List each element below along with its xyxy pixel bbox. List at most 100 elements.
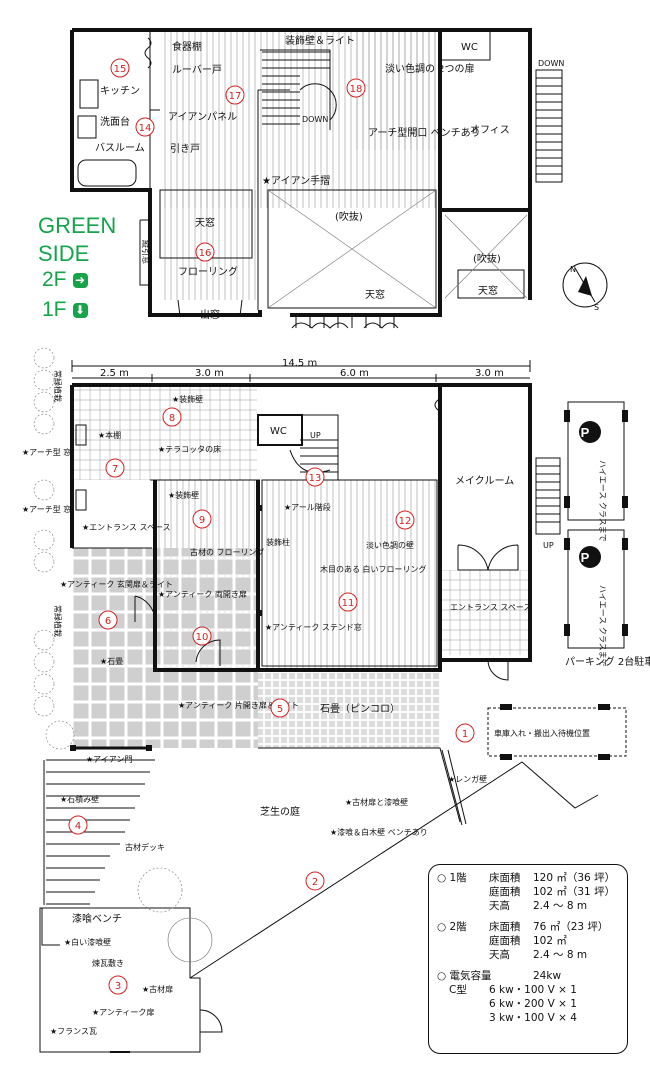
plaster-wall-bench-label: ★漆喰＆白木壁 ベンチあり — [330, 827, 428, 837]
make-room-label: メイクルーム — [455, 475, 514, 487]
marker-5: 5 — [270, 698, 290, 718]
arrow-down-icon: ⬇ — [72, 302, 88, 318]
wash-basin-label: 洗面台 — [100, 115, 130, 128]
pale-doors-label: 淡い色調の 2つの扉 — [385, 62, 475, 75]
compass-n: N — [570, 265, 576, 274]
down-label-stairs: DOWN — [302, 115, 328, 124]
elec-label: ○ 電気容量 — [437, 970, 492, 982]
marker-3: 3 — [108, 975, 128, 995]
marker-9: 9 — [192, 509, 212, 529]
f1-ceiling-val: 2.4 〜 8 m — [533, 900, 588, 912]
skylight-label: 天窓 — [195, 216, 215, 229]
marker-12-text: 12 — [399, 516, 412, 527]
pinkoro-label: 石畳（ピンコロ） — [320, 703, 400, 715]
brick-paving-label: 煉瓦敷き — [92, 958, 124, 968]
french-tile-label: ★フランス瓦 — [50, 1027, 97, 1036]
dish-shelf-label: 食器棚 — [172, 40, 202, 53]
bathroom-label: バスルーム — [95, 142, 145, 154]
antique-double-label: ★アンティーク 両開き扉 — [158, 589, 247, 599]
marker-18-text: 18 — [350, 84, 363, 95]
brick-wall-label: ★レンガ壁 — [448, 774, 487, 784]
evergreen-label-2: 常緑植栽 — [53, 605, 63, 637]
antique-door-label: ★アンティーク扉 — [92, 1007, 154, 1017]
numbered-markers: 15 14 17 18 16 8 7 13 9 12 11 6 10 5 1 4… — [68, 58, 475, 995]
entrance-space-label: ★エントランス スペース — [82, 523, 171, 532]
white-plaster-label: ★白い漆喰壁 — [64, 937, 111, 947]
exterior-stairs-1f — [535, 457, 561, 535]
floor-2f-label: 2F — [42, 268, 67, 291]
iron-rail-label: ★アイアン手摺 — [262, 174, 330, 187]
ctype-label: C型 — [449, 984, 467, 996]
marker-9-text: 9 — [199, 515, 205, 526]
marker-14: 14 — [135, 117, 155, 137]
void2-label: (吹抜) — [473, 252, 501, 265]
marker-13-text: 13 — [309, 473, 322, 484]
skylight2-label: 天窓 — [365, 288, 385, 301]
dim-total: 14.5 m — [282, 358, 317, 369]
f1-floor-val: 120 ㎡（36 坪） — [533, 872, 616, 884]
antique-stained-label: ★アンティーク ステンド窓 — [265, 622, 362, 632]
second-floor-stairs — [262, 51, 337, 125]
f1-floor: 床面積 — [489, 872, 521, 884]
decor-wall-light-label: 装飾壁＆ライト — [285, 34, 355, 47]
dimension-lines: 14.5 m 2.5 m 3.0 m 6.0 m 3.0 m — [71, 358, 531, 382]
marker-17-text: 17 — [229, 91, 242, 102]
f2-ceiling-val: 2.4 〜 8 m — [533, 949, 588, 961]
pale-wall-label: 淡い色調の壁 — [366, 540, 414, 550]
f2-garden-val: 102 ㎡ — [533, 935, 567, 947]
marker-14-text: 14 — [139, 123, 152, 134]
floor-1f-label: 1F — [42, 298, 67, 321]
marker-4: 4 — [68, 815, 88, 835]
marker-10: 10 — [192, 626, 212, 646]
marker-1: 1 — [455, 723, 475, 743]
stone-wall-label: ★石積み壁 — [60, 794, 99, 804]
flooring-label: フローリング — [178, 265, 238, 278]
up-label-stairs: UP — [310, 431, 321, 440]
up-label-exterior: UP — [543, 541, 554, 550]
bookshelf-label: ★本棚 — [98, 430, 121, 440]
marker-15: 15 — [110, 58, 130, 78]
marker-6-text: 6 — [105, 616, 111, 627]
stone-label: ★石畳 — [100, 657, 123, 666]
marker-1-text: 1 — [462, 729, 468, 740]
dim-2: 3.0 m — [195, 368, 224, 379]
wc-1f-label: WC — [270, 426, 287, 437]
f1-garden-val: 102 ㎡（31 坪） — [533, 886, 616, 898]
first-floor-plan: P P ハイエース クラスまで ハイエース クラスまで 車庫入れ・搬出入待機位置… — [22, 37, 650, 1053]
marker-15-text: 15 — [114, 64, 127, 75]
evergreen-shrubs — [33, 347, 213, 963]
electric-info: ○ 電気容量 24kw C型 6 kw・100 V × 1 6 kw・200 V ×… — [437, 969, 619, 1025]
skylight3-label: 天窓 — [478, 284, 498, 297]
pale-doors-line: 淡い色調の 2つの扉 — [385, 62, 475, 75]
dim-3: 6.0 m — [340, 368, 369, 379]
compass-s: S — [594, 303, 599, 312]
arch-window-label-2: ★アーチ型 窓 — [22, 504, 71, 514]
marker-2: 2 — [305, 871, 325, 891]
marker-16-text: 16 — [199, 248, 212, 259]
c1-val: 6 kw・100 V × 1 — [489, 984, 577, 996]
dim-1: 2.5 m — [100, 368, 129, 379]
decor-wall-label: ★装飾壁 — [172, 394, 203, 404]
exterior-stairs-2f — [535, 69, 563, 183]
decor-wall2-label: ★装飾壁 — [168, 490, 199, 500]
f2-label: ○ 2階 — [437, 921, 467, 933]
office-label: オフィス — [470, 124, 510, 136]
terracotta-label: ★テラコッタの床 — [158, 444, 221, 454]
arch-opening-label: アーチ型開口 ベンチあり — [368, 126, 481, 139]
elec-val: 24kw — [533, 970, 562, 982]
antique-single-label: ★アンティーク 片開き扉＆ライト — [178, 700, 299, 710]
f2-ceiling: 天高 — [489, 949, 510, 961]
hiace-label-2: ハイエース クラスまで — [598, 585, 607, 667]
green-side-title-line2: SIDE — [38, 241, 90, 266]
marker-3-text: 3 — [115, 981, 121, 992]
vertical-window-label: 縦引窓 — [141, 240, 151, 264]
dim-4: 3.0 m — [475, 368, 504, 379]
old-door-label: ★古材扉 — [142, 984, 173, 994]
marker-5-text: 5 — [277, 704, 283, 715]
marker-11-text: 11 — [342, 598, 355, 609]
c2-val: 6 kw・200 V × 1 — [489, 998, 577, 1010]
